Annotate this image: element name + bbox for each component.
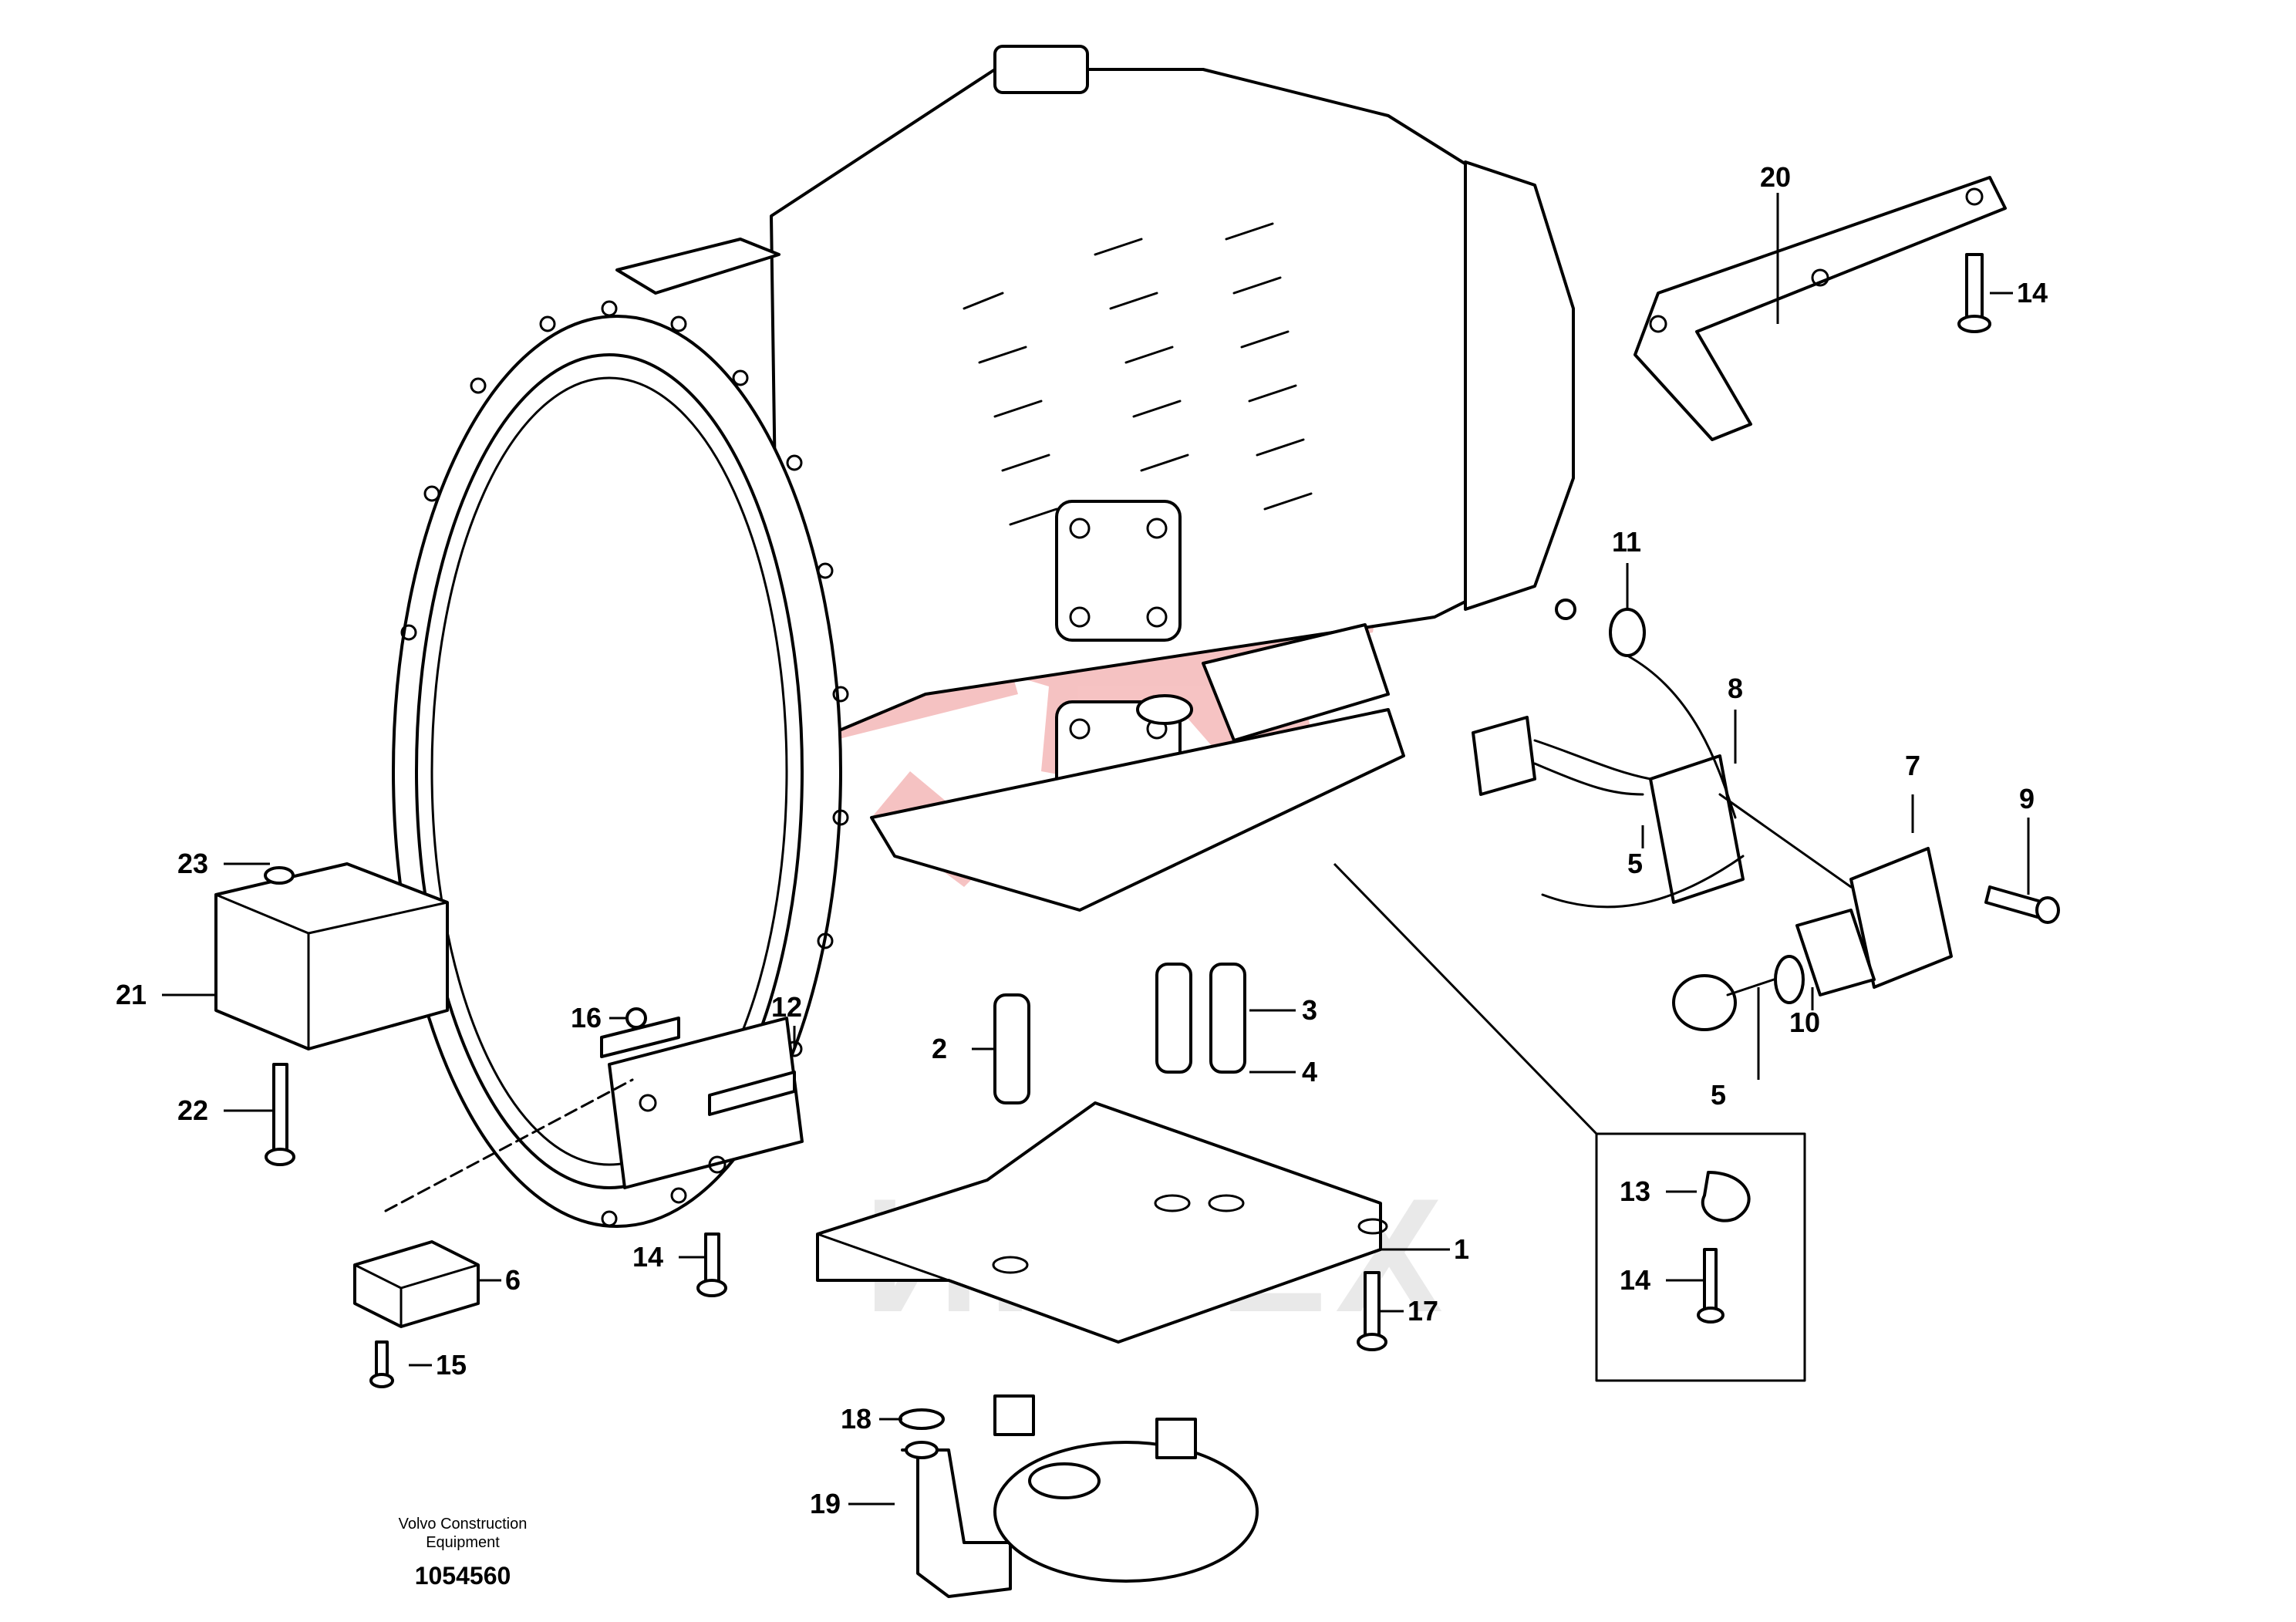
callout-5a: 5 [1627,848,1643,879]
callout-23: 23 [177,848,208,879]
callout-22: 22 [177,1094,208,1126]
part-19-hose [901,1394,1259,1598]
footer: Volvo Construction Equipment 1054560 [399,1516,528,1590]
callout-3: 3 [1302,994,1317,1026]
callout-9: 9 [2019,783,2035,814]
callout-11: 11 [1612,526,1641,558]
callout-13: 13 [1620,1175,1650,1207]
footer-drawing-number: 1054560 [415,1562,511,1590]
callout-1: 1 [1454,1233,1469,1265]
detail-inset [1333,862,1806,1382]
callout-19: 19 [810,1488,841,1519]
callout-20: 20 [1760,161,1791,193]
leader-lines [162,193,2030,1506]
callout-14a: 14 [2017,277,2048,309]
parts-2-3-4-plugs [993,963,1246,1104]
callout-18: 18 [841,1403,872,1435]
electrical-parts [1472,599,1953,1031]
callout-15: 15 [436,1349,467,1381]
footer-company-line1: Volvo Construction [399,1516,528,1533]
callout-7: 7 [1905,750,1920,781]
transmission-housing [392,45,1575,1228]
part-12-bracket [600,1017,804,1189]
callout-12: 12 [771,991,802,1023]
callout-10: 10 [1789,1007,1820,1038]
footer-company-line2: Equipment [426,1534,500,1551]
callout-8: 8 [1728,673,1743,704]
callout-16: 16 [571,1002,602,1034]
callout-4: 4 [1302,1056,1317,1088]
callout-2: 2 [932,1033,947,1064]
callout-6: 6 [505,1264,521,1296]
housing-ribs [963,222,1313,526]
part-6-module [353,1078,634,1328]
part-20-bracket [1633,176,2007,441]
fasteners [264,253,2060,1430]
callout-labels: 1 2 3 4 5 5 6 7 8 9 10 11 12 13 14 14 14… [116,161,2048,1519]
part-21-cover [214,862,449,1050]
callout-14b: 14 [632,1241,663,1273]
callout-21: 21 [116,979,147,1010]
callout-17: 17 [1408,1295,1438,1327]
callout-14c: 14 [1620,1264,1650,1296]
callout-5b: 5 [1711,1079,1726,1111]
